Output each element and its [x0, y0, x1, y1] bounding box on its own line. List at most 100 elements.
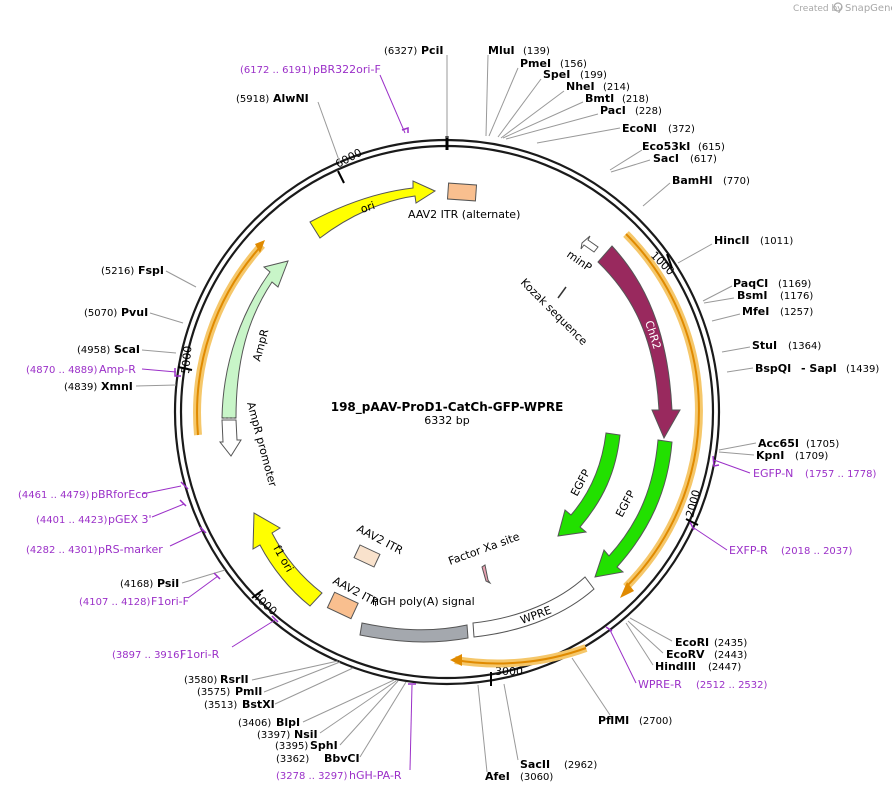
- primer-name-prs-marker[interactable]: pRS-marker: [98, 543, 163, 556]
- feature-f1-ori[interactable]: [252, 512, 323, 607]
- primer-mark-pbr322ori-f: [401, 126, 409, 133]
- site-line-fspi: [165, 270, 197, 288]
- feature-ori[interactable]: [309, 180, 437, 239]
- site-name-hincii[interactable]: HincII: [714, 234, 750, 247]
- site-name-sacii[interactable]: SacII: [520, 758, 550, 771]
- site-name-hindiii[interactable]: HindIII: [655, 660, 696, 673]
- site-pos-saci: (617): [690, 154, 717, 165]
- site-line-paci: [505, 113, 599, 140]
- site-line-ecorv: [627, 620, 664, 654]
- site-name-psii[interactable]: PsiI: [157, 577, 179, 590]
- site-name-afei[interactable]: AfeI: [485, 770, 510, 783]
- primer-name-wpre-r[interactable]: WPRE-R: [638, 678, 682, 691]
- site-name-pmei[interactable]: PmeI: [520, 57, 551, 70]
- feature-egfp-outer[interactable]: [594, 439, 673, 578]
- primer-line-f1ori-f: [187, 575, 219, 599]
- site-name-pmli[interactable]: PmlI: [235, 685, 262, 698]
- primer-name-egfp-n[interactable]: EGFP-N: [753, 467, 793, 480]
- feature-minp-label: minP: [564, 248, 594, 275]
- feature-hgh-polya[interactable]: [359, 622, 469, 643]
- site-name-bbvci[interactable]: BbvCI: [324, 752, 360, 765]
- site-pos-bsmi: (1176): [780, 291, 813, 302]
- site-pos-mfei: (1257): [780, 307, 813, 318]
- site-name-xmni[interactable]: XmnI: [101, 380, 133, 393]
- site-name-kpni[interactable]: KpnI: [756, 449, 784, 462]
- site-name-bstxi[interactable]: BstXI: [242, 698, 275, 711]
- site-name-ecorv[interactable]: EcoRV: [666, 648, 705, 661]
- primer-name-pbr322ori-f[interactable]: pBR322ori-F: [313, 63, 381, 76]
- site-name-eco53ki[interactable]: Eco53kI: [642, 140, 690, 153]
- site-name-alwni[interactable]: AlwNI: [273, 92, 309, 105]
- site-name-rsrii[interactable]: RsrII: [220, 673, 249, 686]
- site-name-scai[interactable]: ScaI: [114, 343, 140, 356]
- site-line-pmei: [488, 67, 519, 137]
- plasmid-name: 198_pAAV-ProD1-CatCh-GFP-WPRE: [331, 400, 564, 415]
- site-name-blpi[interactable]: BlpI: [276, 716, 300, 729]
- site-name-mfei[interactable]: MfeI: [742, 305, 769, 318]
- feature-wpre[interactable]: [472, 576, 595, 638]
- feature-minp[interactable]: [580, 235, 599, 253]
- site-pos-psii: (4168): [120, 579, 153, 590]
- site-line-scai: [141, 349, 177, 354]
- site-name-sphi[interactable]: SphI: [310, 739, 338, 752]
- primer-name-pgex-3[interactable]: pGEX 3': [108, 513, 152, 526]
- site-line-bmti: [502, 101, 584, 139]
- primer-name-exfp-r[interactable]: EXFP-R: [729, 544, 768, 557]
- feature-hgh-polya-label: hGH poly(A) signal: [372, 595, 475, 608]
- primer-range-amp-r: (4870 .. 4889): [26, 365, 98, 376]
- site-name-nsii[interactable]: NsiI: [294, 728, 318, 741]
- tick-label-5000: 5000: [179, 345, 194, 374]
- primer-mark-prs-marker: [199, 526, 207, 534]
- site-name-mlui[interactable]: MluI: [488, 44, 515, 57]
- feature-ori-label: ori: [359, 199, 377, 216]
- feature-egfp-inner[interactable]: [557, 432, 621, 537]
- primer-name-amp-r[interactable]: Amp-R: [99, 363, 136, 376]
- site-name-bspqi[interactable]: BspQI: [755, 362, 791, 375]
- site-name-pvui[interactable]: PvuI: [121, 306, 148, 319]
- feature-factor-xa[interactable]: [481, 564, 492, 585]
- primer-name-hgh-pa-r[interactable]: hGH-PA-R: [349, 769, 402, 782]
- site-name-bsmi[interactable]: BsmI: [737, 289, 768, 302]
- site-name-pcii[interactable]: PciI: [421, 44, 443, 57]
- site-name-pflmi[interactable]: PflMI: [598, 714, 629, 727]
- site-pos-sphi: (3395): [275, 741, 308, 752]
- primer-range-wpre-r: (2512 .. 2532): [696, 680, 768, 691]
- feature-itr-lower[interactable]: [326, 591, 359, 620]
- site-name-bmti[interactable]: BmtI: [585, 92, 614, 105]
- feature-ampr-promoter-label: AmpR promoter: [244, 400, 279, 488]
- site-pos-stui: (1364): [788, 341, 821, 352]
- site-pos-xmni: (4839): [64, 382, 97, 393]
- feature-ampr-promoter[interactable]: [218, 419, 242, 457]
- site-line-pmli: [263, 661, 341, 693]
- primer-range-prs-marker: (4282 .. 4301): [26, 545, 98, 556]
- primer-mark-wpre-r: [605, 626, 613, 632]
- site-name-fspi[interactable]: FspI: [138, 264, 164, 277]
- primer-name-f1ori-r[interactable]: F1ori-R: [180, 648, 220, 661]
- site-name-nhei[interactable]: NheI: [566, 80, 595, 93]
- site-name-spei[interactable]: SpeI: [543, 68, 570, 81]
- site-name-paqci[interactable]: PaqCI: [733, 277, 768, 290]
- site-name-econi[interactable]: EcoNI: [622, 122, 657, 135]
- site-pos-kpni: (1709): [795, 451, 828, 462]
- site-line-bsmi: [703, 297, 735, 304]
- feature-kozak[interactable]: [557, 286, 567, 299]
- feature-itr-alternate-label: AAV2 ITR (alternate): [408, 208, 520, 221]
- site-name-saci[interactable]: SacI: [653, 152, 679, 165]
- feature-ampr[interactable]: [221, 260, 289, 419]
- site-line-sacii: [503, 683, 519, 761]
- site-name-paci[interactable]: PacI: [600, 104, 626, 117]
- site-line-mlui: [485, 54, 489, 137]
- primer-name-f1ori-f[interactable]: F1ori-F: [151, 595, 189, 608]
- site-name-ecori[interactable]: EcoRI: [675, 636, 709, 649]
- feature-itr-inner[interactable]: [353, 544, 381, 568]
- feature-chr2[interactable]: [597, 245, 681, 440]
- site-name-bamhi[interactable]: BamHI: [672, 174, 713, 187]
- site-pos-sapi: (1439): [846, 364, 879, 375]
- feature-itr-alternate[interactable]: [446, 182, 478, 202]
- site-name-stui[interactable]: StuI: [752, 339, 777, 352]
- primer-name-pbrforeco[interactable]: pBRforEco: [91, 488, 148, 501]
- site-name-acc65i[interactable]: Acc65I: [758, 437, 799, 450]
- primer-mark-pbrforeco: [180, 481, 189, 490]
- site-name-sapi[interactable]: - SapI: [801, 362, 837, 375]
